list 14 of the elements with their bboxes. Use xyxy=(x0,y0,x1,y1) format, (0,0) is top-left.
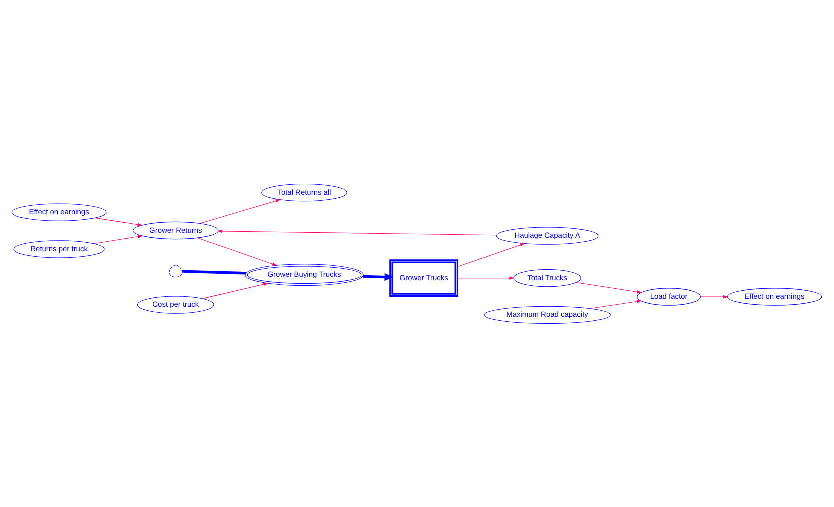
arrow xyxy=(198,237,278,266)
node-cloud xyxy=(169,264,183,278)
arrow xyxy=(200,199,281,224)
arrow xyxy=(458,243,526,267)
connector xyxy=(182,270,246,274)
arrow xyxy=(218,229,497,236)
arrow xyxy=(94,234,143,244)
arrow xyxy=(590,300,642,309)
arrow xyxy=(363,272,394,281)
arrow xyxy=(576,282,642,294)
arrow xyxy=(202,282,268,299)
arrow xyxy=(700,294,728,298)
arrow xyxy=(458,276,515,280)
arrow xyxy=(95,217,143,226)
